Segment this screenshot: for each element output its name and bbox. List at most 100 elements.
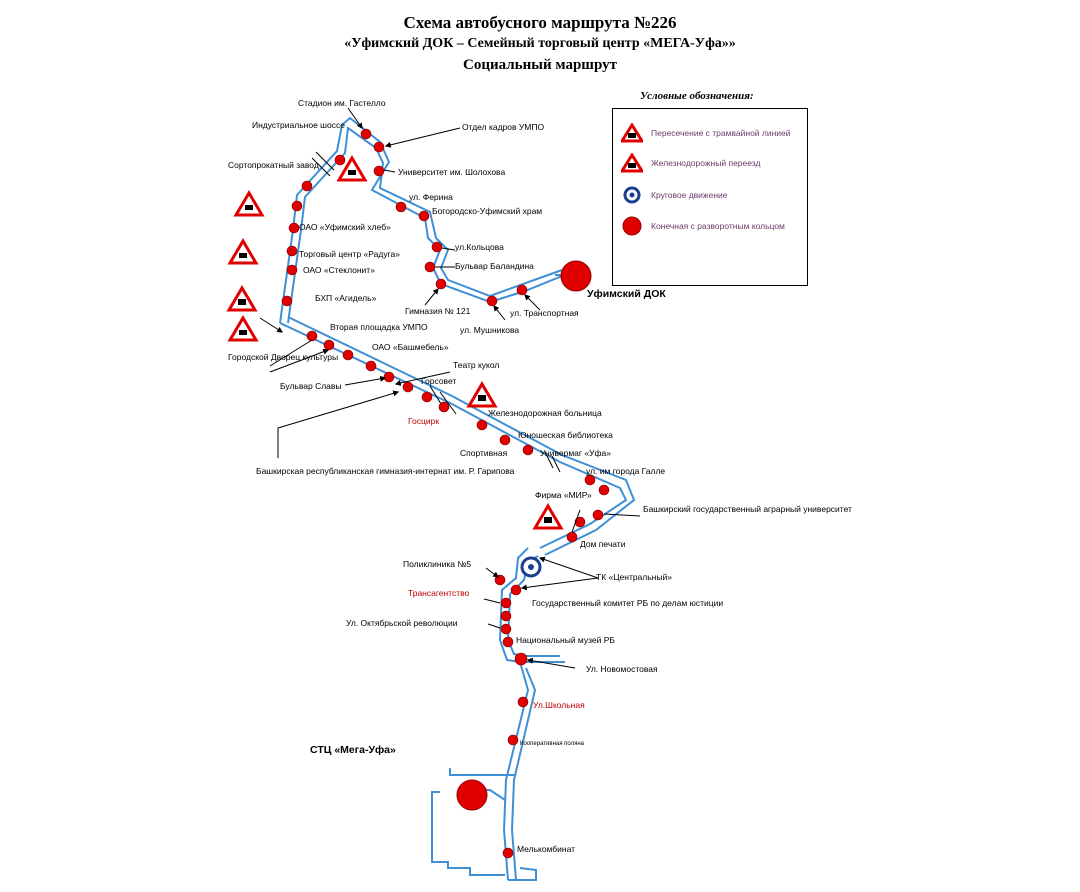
- leader-lines: [259, 107, 641, 669]
- map-route-type: Социальный маршрут: [463, 57, 617, 73]
- stop-label: Театр кукол: [453, 360, 499, 370]
- legend-item: Круговое движение: [621, 185, 801, 205]
- stop-marker: [373, 165, 385, 177]
- stop-label: ул. Ферина: [409, 192, 453, 202]
- stop-label: Кооперативная поляна: [520, 741, 585, 747]
- stop-marker: [373, 141, 385, 153]
- stop-label: ОАО «Башмебель»: [372, 342, 449, 352]
- stop-label: Городской Дворец культуры: [228, 352, 338, 362]
- stop-label: Бульвар Баландина: [455, 261, 534, 271]
- stop-marker: [424, 261, 436, 273]
- stop-label: Богородско-Уфимский храм: [432, 206, 542, 216]
- route-stops: [281, 128, 610, 859]
- stop-label: Дом печати: [580, 539, 626, 549]
- stop-marker: [486, 295, 498, 307]
- stop-marker: [281, 295, 293, 307]
- stop-marker: [584, 474, 596, 486]
- tram-crossing-icon: [466, 381, 498, 408]
- stop-label: Ул. Новомостовая: [586, 664, 658, 674]
- legend-text: Круговое движение: [651, 189, 728, 200]
- crossing-warnings: [226, 155, 564, 530]
- tram-crossing-icon: [226, 285, 258, 312]
- railway-crossing-icon: [227, 238, 259, 265]
- stop-label: Поликлиника №5: [403, 559, 471, 569]
- stop-label: Сортопрокатный завод: [228, 160, 319, 170]
- legend-item: Конечная с разворотным кольцом: [621, 215, 801, 237]
- stop-marker: [286, 245, 298, 257]
- stop-label: Спортивная: [460, 448, 508, 458]
- stop-label: ТК «Центральный»: [596, 572, 672, 582]
- stop-labels: Стадион им. Гастелло Отдел кадров УМПО И…: [228, 98, 852, 854]
- stop-marker: [516, 284, 528, 296]
- legend-text: Пересечение с трамвайной линией: [651, 127, 791, 138]
- stop-label: Универмаг «Уфа»: [540, 448, 611, 458]
- stop-label: Ул. Октябрьской революции: [346, 618, 458, 628]
- stop-marker: [507, 734, 519, 746]
- stop-marker: [435, 278, 447, 290]
- railway-crossing-icon: [621, 153, 643, 173]
- track-crossings: [311, 151, 561, 473]
- stop-label: ОАО «Стеклонит»: [303, 265, 375, 275]
- roundabout-icon: [623, 186, 641, 204]
- legend-title: Условные обозначения:: [640, 90, 754, 102]
- stop-marker: [301, 180, 313, 192]
- stop-label: Стадион им. Гастелло: [298, 98, 386, 108]
- terminal-label-south: СТЦ «Мега-Уфа»: [310, 744, 396, 756]
- railway-crossing-icon: [336, 155, 368, 182]
- stop-marker: [286, 264, 298, 276]
- terminal-stop-south: [456, 779, 488, 811]
- stop-marker: [431, 241, 443, 253]
- railway-crossing-icon: [233, 190, 265, 217]
- stop-marker: [500, 623, 512, 635]
- legend-text: Конечная с разворотным кольцом: [651, 220, 785, 231]
- terminal-stop-icon: [622, 216, 642, 236]
- stop-marker: [476, 419, 488, 431]
- stop-marker: [323, 339, 335, 351]
- stop-marker: [418, 210, 430, 222]
- legend-item: Железнодорожный переезд: [621, 153, 801, 173]
- stop-label: Национальный музей РБ: [516, 635, 615, 645]
- stop-label: ОАО «Уфимский хлеб»: [299, 222, 391, 232]
- tram-crossing-icon: [621, 123, 643, 143]
- stop-marker: [334, 154, 346, 166]
- map-title: Схема автобусного маршрута №226: [403, 13, 677, 32]
- stop-label: Башкирский государственный аграрный унив…: [643, 504, 852, 514]
- stop-marker: [574, 516, 586, 528]
- stop-marker: [365, 360, 377, 372]
- legend-text: Железнодорожный переезд: [651, 157, 761, 168]
- stop-label: Горсовет: [421, 376, 456, 386]
- stop-marker: [288, 222, 300, 234]
- stop-marker: [598, 484, 610, 496]
- stop-marker: [306, 330, 318, 342]
- stop-marker: [499, 434, 511, 446]
- stop-marker: [500, 597, 512, 609]
- stop-marker: [566, 531, 578, 543]
- stop-label: Фирма «МИР»: [535, 490, 592, 500]
- terminal-stop-north: [560, 260, 592, 292]
- stop-label: ул. им города Галле: [586, 466, 665, 476]
- stop-label: Университет им. Шолохова: [398, 167, 505, 177]
- title-block: Схема автобусного маршрута №226 «Уфимски…: [0, 12, 1080, 76]
- stop-label: Ул.Школьная: [533, 700, 585, 710]
- legend: Пересечение с трамвайной линией Железнод…: [612, 108, 808, 286]
- stop-label: Гимназия № 121: [405, 306, 471, 316]
- stop-marker: [291, 200, 303, 212]
- stop-marker: [383, 371, 395, 383]
- stop-marker: [514, 652, 528, 666]
- stop-label: Башкирская республиканская гимназия-инте…: [256, 466, 515, 476]
- stop-marker: [421, 391, 433, 403]
- tram-crossing-icon: [532, 503, 564, 530]
- stop-label: ул. Мушникова: [460, 325, 519, 335]
- terminal-label-north: Уфимский ДОК: [587, 288, 666, 300]
- stop-marker: [402, 381, 414, 393]
- stop-label: Юношеская библиотека: [518, 430, 613, 440]
- railway-crossing-icon: [227, 315, 259, 342]
- stop-marker: [360, 128, 372, 140]
- stop-label: БХП «Агидель»: [315, 293, 377, 303]
- stop-marker: [510, 584, 522, 596]
- stop-marker: [502, 636, 514, 648]
- stop-label: Трансагентство: [408, 588, 470, 598]
- stop-marker: [517, 696, 529, 708]
- stop-label: Госцирк: [408, 416, 439, 426]
